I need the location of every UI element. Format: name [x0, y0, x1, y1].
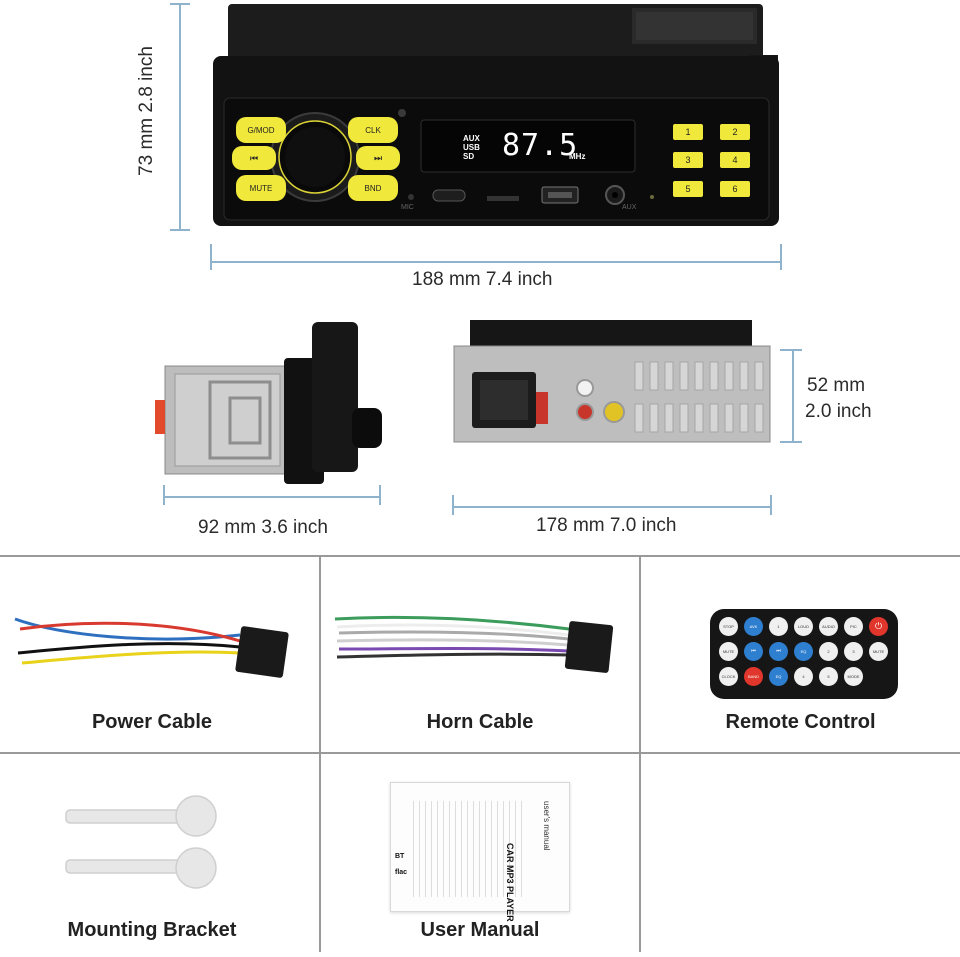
grid-line-v1: [319, 555, 321, 952]
remote-key[interactable]: EQ: [769, 667, 788, 686]
power-icon[interactable]: ⏻: [869, 617, 888, 636]
power-cable-image: [14, 617, 289, 678]
bnd-button-label: BND: [364, 183, 382, 193]
bnd-button[interactable]: BND: [348, 175, 398, 201]
prev-button[interactable]: ⏮: [232, 146, 276, 170]
remote-key[interactable]: 5: [819, 667, 838, 686]
front-view-graphic: [170, 3, 782, 270]
remote-key[interactable]: MODE: [844, 667, 863, 686]
back-width-dimension-label: 178 mm 7.0 inch: [536, 515, 677, 536]
preset-button-6[interactable]: 6: [732, 184, 738, 194]
remote-key-grid: STOP AVK 1 LOUD AUDIO PIC ⏻ MUTE ⏮ ⏭ EQ …: [719, 617, 895, 686]
back-height-mm-label: 52 mm: [807, 375, 866, 396]
horn-cable-label: Horn Cable: [426, 711, 534, 733]
front-width-dimension-label: 188 mm 7.4 inch: [412, 269, 553, 290]
mounting-bracket-label: Mounting Bracket: [67, 919, 237, 941]
remote-control-label: Remote Control: [725, 711, 876, 733]
mute-button[interactable]: MUTE: [236, 175, 286, 201]
manual-text-lines: [413, 801, 523, 897]
remote-key[interactable]: 4: [794, 667, 813, 686]
power-cable-cell: Power Cable: [0, 557, 319, 752]
mod-button-label: G/MOD: [247, 125, 275, 135]
back-height-inch-label: 2.0 inch: [805, 401, 872, 422]
preset-button-1[interactable]: 1: [685, 127, 691, 137]
horn-cable-image: [334, 615, 614, 673]
manual-logo-flac: flac: [395, 869, 408, 876]
preset-button-2[interactable]: 2: [732, 127, 738, 137]
side-depth-dimension-label: 92 mm 3.6 inch: [198, 517, 328, 538]
remote-key[interactable]: MUTE: [719, 642, 738, 661]
display-frequency: 87.5: [502, 128, 579, 163]
remote-control-body: STOP AVK 1 LOUD AUDIO PIC ⏻ MUTE ⏮ ⏭ EQ …: [710, 609, 898, 699]
horn-cable-cell: Horn Cable: [321, 557, 639, 752]
clk-button-label: CLK: [365, 125, 381, 135]
power-cable-label: Power Cable: [91, 711, 213, 733]
remote-key[interactable]: LOUD: [794, 617, 813, 636]
mod-button[interactable]: G/MOD: [236, 117, 286, 143]
remote-key[interactable]: CLOCK: [719, 667, 738, 686]
side-back-graphic: [155, 320, 802, 515]
aux-port-label: AUX: [622, 204, 637, 211]
display-source-usb: USB: [463, 143, 480, 152]
user-manual-booklet: CAR MP3 PLAYER user's manual BT flac: [390, 782, 570, 922]
remote-key[interactable]: AVK: [744, 617, 763, 636]
manual-subtitle: user's manual: [542, 801, 551, 851]
remote-control-cell: STOP AVK 1 LOUD AUDIO PIC ⏻ MUTE ⏮ ⏭ EQ …: [641, 557, 960, 752]
front-view: 73 mm 2.8 inch 188 mm 7.4 inch G/MOD CLK…: [0, 0, 960, 300]
remote-key[interactable]: BAND: [744, 667, 763, 686]
preset-button-5[interactable]: 5: [685, 184, 691, 194]
mute-button-label: MUTE: [249, 183, 273, 193]
remote-key[interactable]: MUTE: [869, 642, 888, 661]
mounting-bracket-cell: Mounting Bracket: [0, 754, 319, 952]
remote-key[interactable]: 3: [844, 642, 863, 661]
display-source-aux: AUX: [463, 134, 480, 143]
clk-button[interactable]: CLK: [348, 117, 398, 143]
user-manual-cell: CAR MP3 PLAYER user's manual BT flac Use…: [321, 754, 639, 952]
back-view: [452, 320, 802, 515]
user-manual-label: User Manual: [420, 919, 540, 941]
preset-button-4[interactable]: 4: [732, 155, 738, 165]
display-source-list: AUX USB SD: [463, 134, 485, 161]
remote-key[interactable]: PIC: [844, 617, 863, 636]
grid-line-middle: [0, 752, 960, 754]
display-source-sd: SD: [463, 152, 475, 161]
grid-line-v2: [639, 555, 641, 952]
height-dimension-label: 73 mm 2.8 inch: [136, 46, 157, 176]
manual-logo-bt: BT: [395, 853, 405, 860]
remote-key[interactable]: ⏭: [769, 642, 788, 661]
empty-cell: [641, 754, 960, 952]
mic-port-label: MIC: [401, 204, 414, 211]
mounting-bracket-image: [65, 795, 217, 889]
remote-key[interactable]: AUDIO: [819, 617, 838, 636]
next-icon: ⏭: [373, 152, 383, 163]
remote-key[interactable]: 1: [769, 617, 788, 636]
next-button[interactable]: ⏭: [356, 146, 400, 170]
remote-key[interactable]: STOP: [719, 617, 738, 636]
remote-key[interactable]: 2: [819, 642, 838, 661]
side-back-views: 92 mm 3.6 inch 178 mm 7.0 inch 52 mm 2.0…: [0, 300, 960, 555]
prev-icon: ⏮: [249, 152, 259, 163]
remote-key[interactable]: EQ: [794, 642, 813, 661]
side-view: [155, 322, 382, 505]
preset-button-3[interactable]: 3: [685, 155, 691, 165]
remote-key[interactable]: ⏮: [744, 642, 763, 661]
grid-line-top: [0, 555, 960, 557]
display-unit: MHz: [569, 152, 586, 161]
